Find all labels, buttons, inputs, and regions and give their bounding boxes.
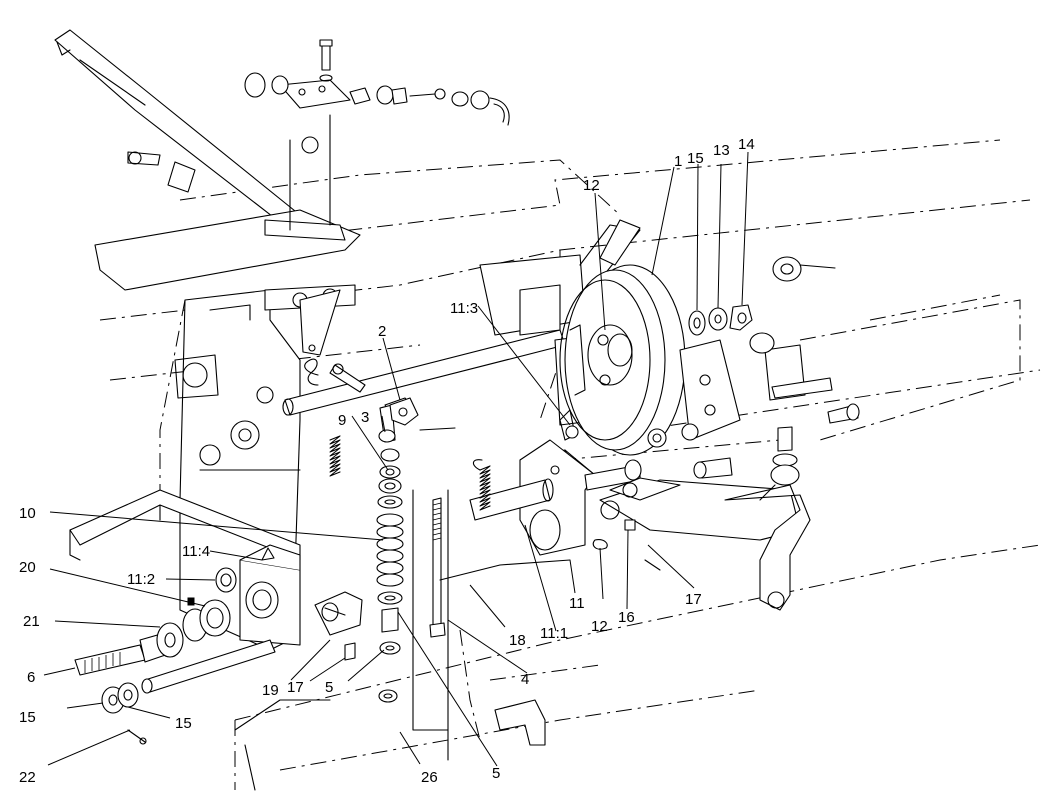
shift-fork bbox=[599, 477, 811, 611]
long-bolt bbox=[412, 489, 449, 761]
bottom-bracket bbox=[234, 699, 546, 791]
leader-lines bbox=[43, 151, 749, 767]
callout-10: 10 bbox=[19, 505, 36, 522]
small-parts bbox=[439, 519, 661, 581]
callout-18: 18 bbox=[509, 632, 526, 649]
pivot-block bbox=[469, 409, 733, 556]
callout-15-right: 15 bbox=[175, 715, 192, 732]
callout-11-2: 11:2 bbox=[127, 571, 155, 588]
callout-11-1: 11:1 bbox=[540, 625, 568, 642]
callout-15-top: 15 bbox=[687, 150, 704, 167]
callout-11: 11 bbox=[569, 595, 585, 612]
springs bbox=[304, 358, 491, 511]
callout-4: 4 bbox=[521, 671, 529, 688]
callout-6: 6 bbox=[27, 669, 35, 686]
callout-26: 26 bbox=[421, 769, 438, 786]
bracket-2 bbox=[378, 397, 456, 443]
output-shaft bbox=[74, 567, 276, 745]
callout-9: 9 bbox=[338, 412, 346, 429]
callout-3: 3 bbox=[361, 409, 369, 426]
callout-20: 20 bbox=[19, 559, 36, 576]
callout-5-lower: 5 bbox=[492, 765, 500, 782]
callout-17-right: 17 bbox=[685, 591, 702, 608]
callout-15-left: 15 bbox=[19, 709, 36, 726]
callout-16: 16 bbox=[618, 609, 635, 626]
callout-13: 13 bbox=[713, 142, 730, 159]
pulley-hardware bbox=[688, 304, 753, 336]
bearing-housing bbox=[239, 544, 301, 646]
callout-19: 19 bbox=[262, 682, 279, 699]
callout-14: 14 bbox=[738, 136, 755, 153]
callout-5-upper: 5 bbox=[325, 679, 333, 696]
idler-bracket bbox=[647, 339, 741, 448]
cable-hardware bbox=[244, 39, 510, 126]
callout-12-upper: 12 bbox=[583, 177, 600, 194]
callout-11-4: 11:4 bbox=[182, 543, 210, 560]
cross-shaft bbox=[282, 329, 566, 443]
right-bracket bbox=[749, 256, 860, 486]
callout-2: 2 bbox=[378, 323, 386, 340]
brake-lever bbox=[54, 29, 361, 356]
callout-labels: 1 2 3 4 5 5 6 9 10 11 11:1 11:2 11:3 11:… bbox=[19, 136, 755, 786]
spring-stack bbox=[376, 448, 404, 703]
pulley bbox=[559, 264, 686, 456]
callout-17-left: 17 bbox=[287, 679, 304, 696]
callout-1: 1 bbox=[674, 153, 682, 170]
callout-21: 21 bbox=[23, 613, 40, 630]
linkage-arm bbox=[314, 591, 363, 661]
callout-22: 22 bbox=[19, 769, 36, 786]
callout-12-lower: 12 bbox=[591, 618, 608, 635]
callout-11-3: 11:3 bbox=[450, 300, 478, 317]
